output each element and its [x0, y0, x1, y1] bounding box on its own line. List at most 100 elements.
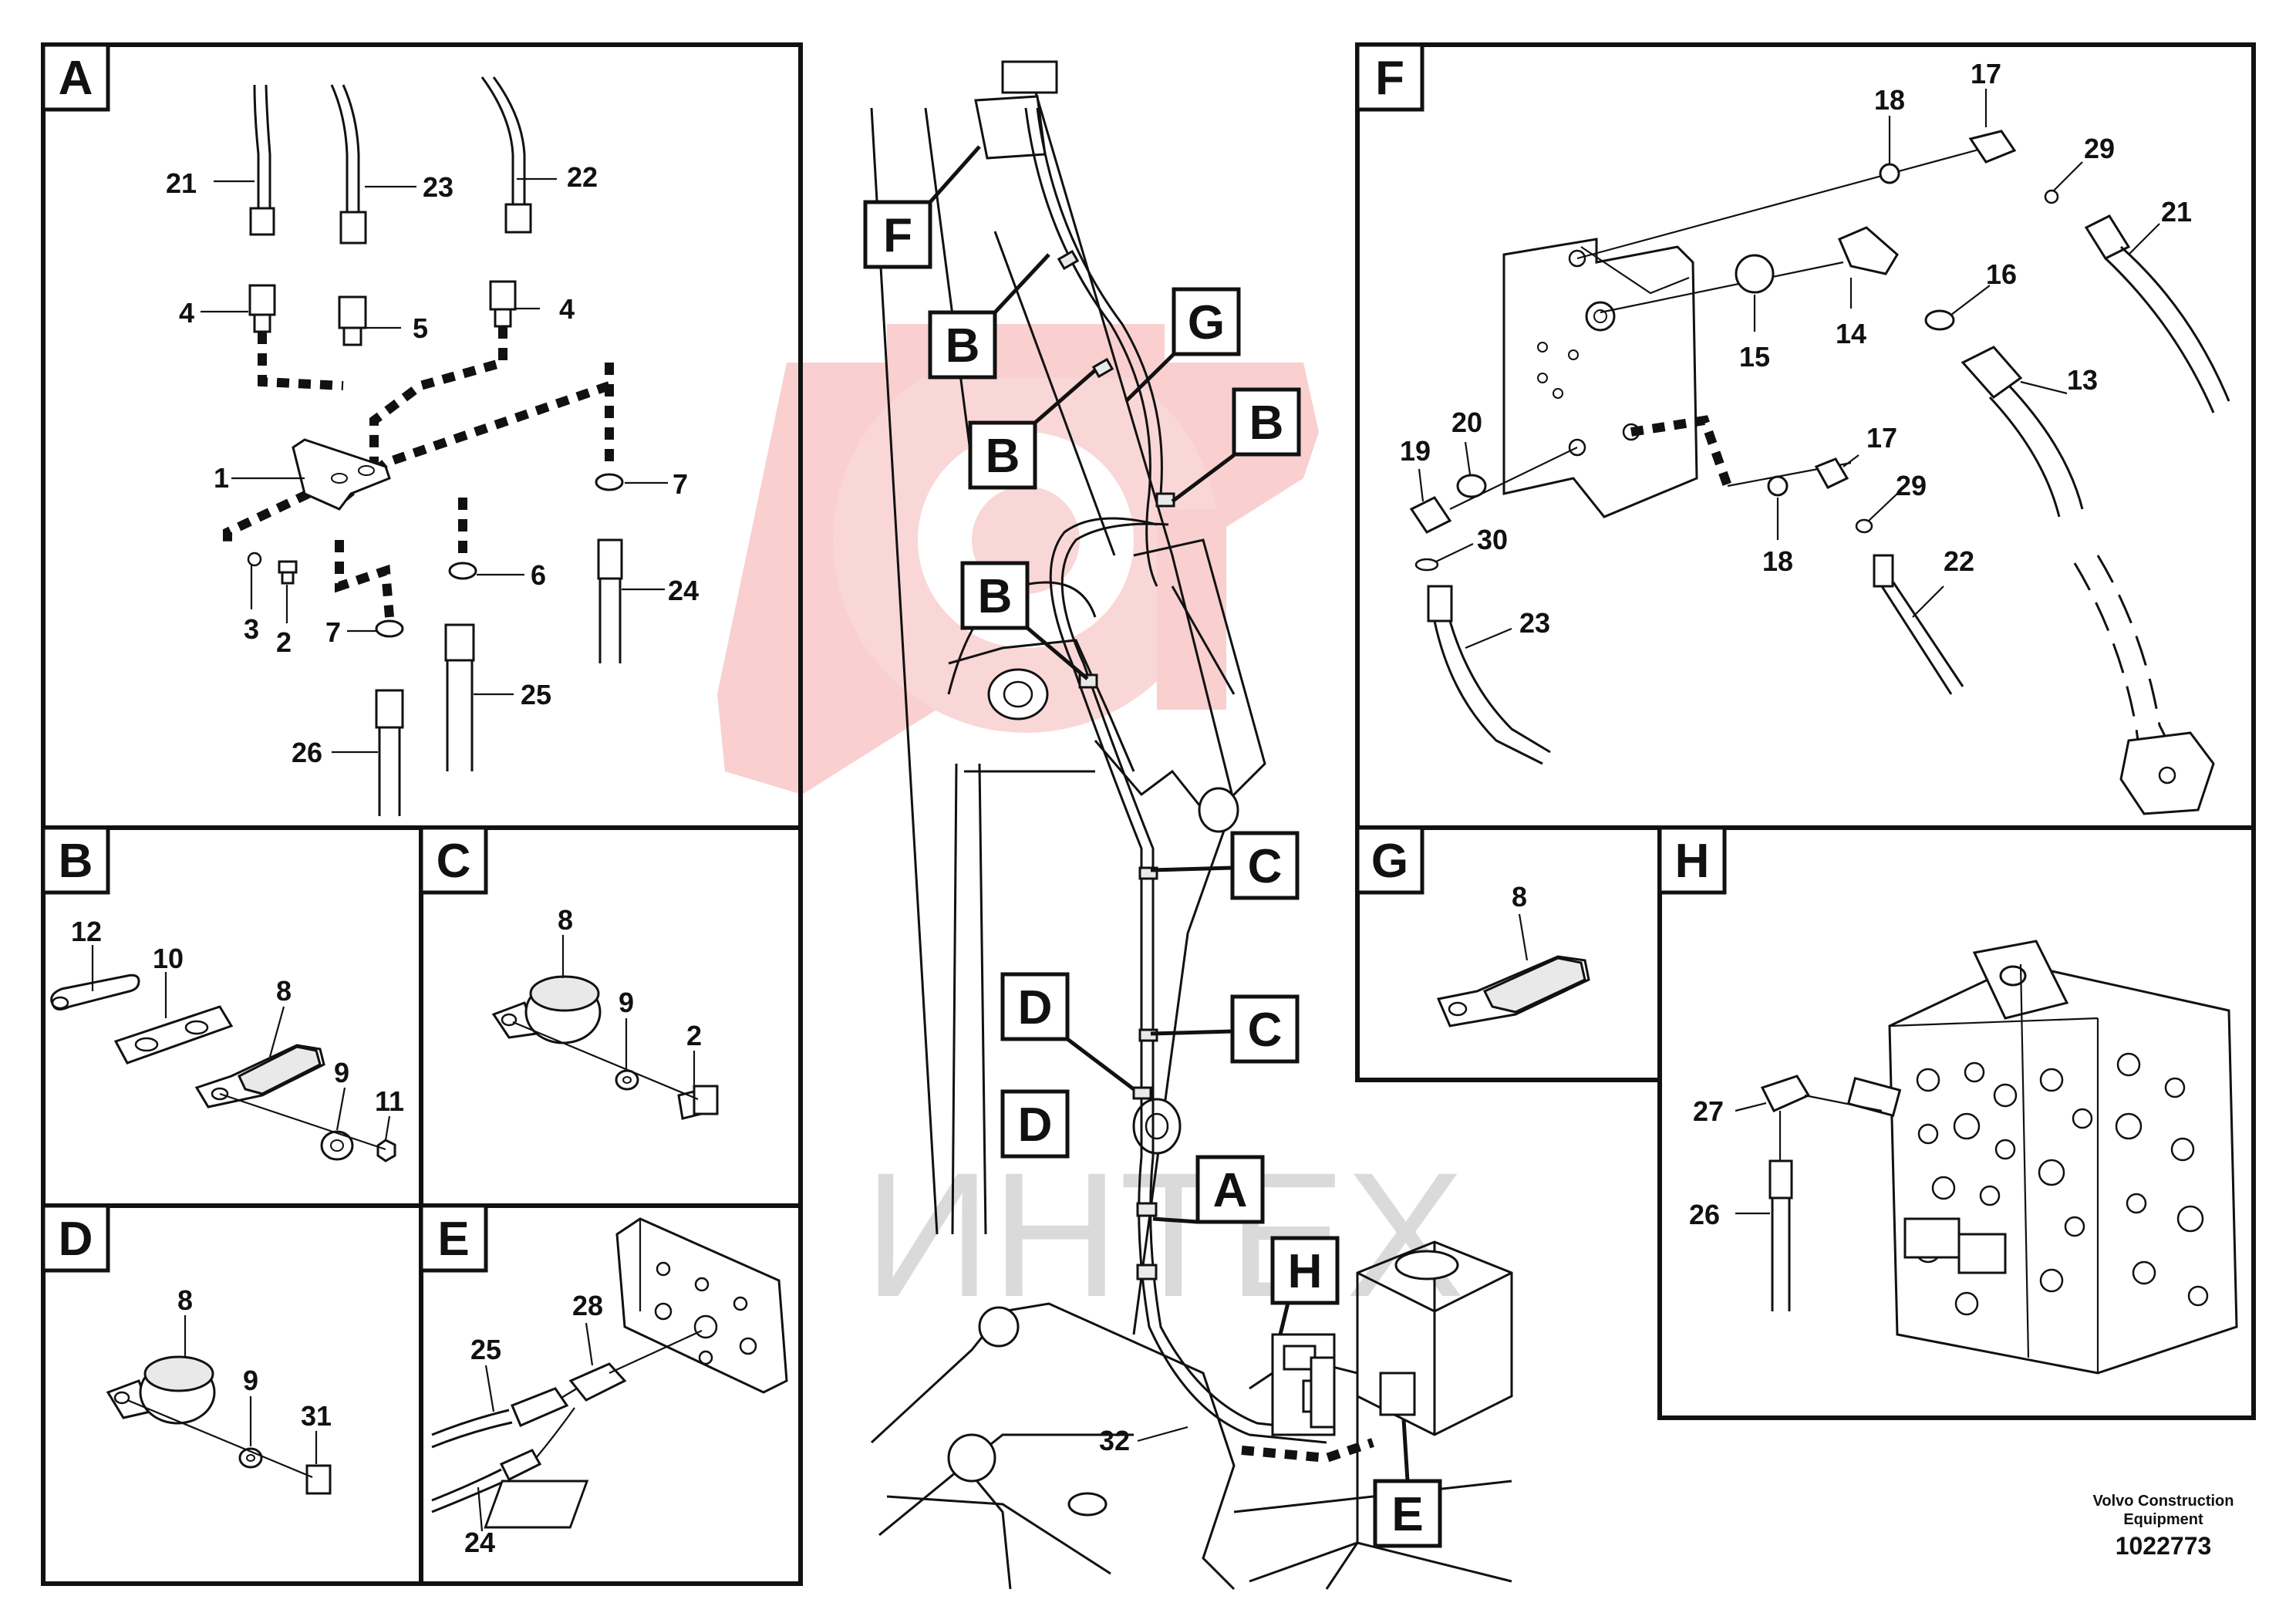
part-6: 6	[531, 559, 546, 591]
svg-text:D: D	[1018, 1098, 1053, 1152]
panel-letter-g: G	[1355, 825, 1424, 895]
part-11: 11	[375, 1085, 404, 1117]
panel-letter-f: F	[1355, 42, 1424, 112]
svg-text:A: A	[1213, 1164, 1248, 1217]
part-21-f: 21	[2161, 196, 2192, 228]
callout-b-4: B	[960, 561, 1089, 680]
svg-text:D: D	[59, 1213, 93, 1266]
svg-text:C: C	[437, 835, 471, 888]
callout-b-1: B	[928, 253, 1050, 380]
panel-f-drawing	[1409, 89, 2230, 815]
part-17-f-lower: 17	[1866, 422, 1897, 454]
part-4-left: 4	[179, 297, 194, 329]
part-14: 14	[1836, 318, 1866, 349]
svg-text:F: F	[883, 209, 912, 262]
caption-equipment: Equipment	[2123, 1511, 2203, 1528]
part-7-right: 7	[673, 468, 688, 500]
svg-text:C: C	[1248, 1004, 1283, 1057]
svg-text:H: H	[1675, 835, 1710, 888]
svg-text:E: E	[1391, 1488, 1423, 1541]
part-29-f-top: 29	[2084, 133, 2115, 164]
callout-g: G	[1124, 287, 1241, 403]
callout-d-1: D	[1000, 972, 1135, 1091]
part-26-a: 26	[292, 737, 322, 768]
part-30: 30	[1477, 524, 1508, 555]
part-22-f: 22	[1944, 545, 1974, 577]
panel-c-drawing	[491, 935, 719, 1120]
svg-text:G: G	[1188, 296, 1225, 349]
panel-b-drawing	[50, 945, 396, 1162]
svg-text:D: D	[1018, 981, 1053, 1034]
part-29-f-lower: 29	[1896, 470, 1927, 501]
part-4-right: 4	[559, 293, 575, 325]
panel-letter-e: E	[419, 1203, 488, 1273]
svg-text:G: G	[1371, 835, 1408, 888]
part-9-c: 9	[619, 987, 634, 1018]
part-26-h: 26	[1689, 1199, 1720, 1230]
svg-text:E: E	[437, 1213, 469, 1266]
part-5: 5	[413, 312, 428, 344]
watermark-logo	[717, 324, 1319, 795]
caption-maker: Volvo Construction	[2093, 1493, 2234, 1510]
part-25-a: 25	[521, 679, 551, 710]
part-24-e: 24	[464, 1527, 495, 1558]
panel-letter-b: B	[41, 825, 110, 895]
part-2-a: 2	[276, 626, 292, 658]
svg-text:C: C	[1248, 840, 1283, 893]
callout-b-2: B	[968, 369, 1097, 490]
callout-e: E	[1373, 1419, 1442, 1548]
part-8-g: 8	[1512, 881, 1527, 913]
part-18-f-top: 18	[1874, 84, 1905, 116]
excavator-boom-drawing	[484, 60, 1513, 1591]
panel-h-drawing	[1735, 940, 2238, 1375]
svg-text:H: H	[1288, 1245, 1323, 1298]
callout-c-2: C	[1150, 994, 1300, 1064]
callout-d-2: D	[1000, 1089, 1070, 1159]
part-23-a: 23	[423, 171, 453, 203]
panel-g-drawing	[1436, 913, 1590, 1027]
part-8-d: 8	[177, 1284, 193, 1316]
callout-h: H	[1270, 1236, 1340, 1335]
part-7-left: 7	[325, 616, 341, 648]
panel-letter-c: C	[419, 825, 488, 895]
part-27: 27	[1693, 1095, 1724, 1127]
part-8-c: 8	[558, 904, 573, 936]
part-23-f: 23	[1519, 607, 1550, 639]
svg-text:A: A	[59, 52, 93, 105]
panel-e-drawing	[431, 1217, 788, 1532]
leader-32	[1137, 1426, 1188, 1442]
watermark-text: ИНТЕХ	[864, 1135, 1465, 1334]
part-1: 1	[214, 462, 229, 494]
part-19: 19	[1400, 435, 1431, 467]
svg-text:B: B	[978, 570, 1013, 623]
callout-c-1: C	[1150, 831, 1300, 900]
part-25-e: 25	[470, 1334, 501, 1365]
callout-b-3: B	[1171, 387, 1301, 503]
part-18-f-lower: 18	[1762, 545, 1793, 577]
part-8-b: 8	[276, 975, 292, 1007]
part-2-c: 2	[686, 1020, 702, 1051]
part-21-a: 21	[166, 167, 197, 199]
part-10: 10	[153, 943, 184, 974]
part-31: 31	[301, 1400, 332, 1432]
part-17-f-top: 17	[1971, 58, 2001, 89]
part-24-a: 24	[668, 575, 699, 606]
part-15: 15	[1739, 341, 1770, 373]
part-13: 13	[2067, 364, 2098, 396]
svg-text:B: B	[946, 319, 980, 373]
panel-letter-h: H	[1657, 825, 1727, 895]
callout-a: A	[1152, 1155, 1265, 1224]
part-9-d: 9	[243, 1365, 258, 1396]
panel-frames	[41, 42, 2256, 1586]
svg-text:F: F	[1375, 52, 1404, 105]
panel-d-drawing	[106, 1315, 332, 1495]
svg-text:B: B	[986, 430, 1020, 483]
part-12: 12	[71, 916, 102, 947]
panel-letter-a: A	[41, 42, 110, 112]
part-20: 20	[1451, 407, 1482, 438]
part-9-b: 9	[334, 1057, 349, 1088]
panel-letter-d: D	[41, 1203, 110, 1273]
callout-f: F	[863, 145, 981, 269]
part-28: 28	[572, 1290, 603, 1321]
